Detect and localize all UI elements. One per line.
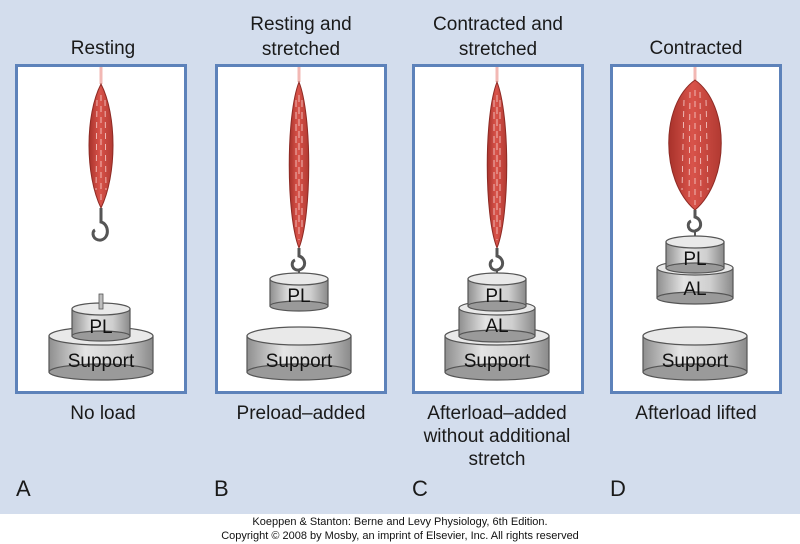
panel-c-title: Contracted and stretched <box>403 12 593 62</box>
panel-c-pl-label: PL <box>485 286 508 307</box>
panel-c-title-line-2: stretched <box>458 39 538 60</box>
panel-b-pl-label: PL <box>287 286 310 307</box>
panel-d-support-weight <box>642 326 748 381</box>
panel-c-caption: Afterload–added without additional stret… <box>397 402 597 471</box>
panel-d-caption: Afterload lifted <box>596 402 796 425</box>
panel-a-support-label: Support <box>68 351 135 372</box>
panel-c-afterload-weight <box>458 300 536 343</box>
panel-b-letter: B <box>214 476 229 501</box>
panel-c-caption-line-2: without additional <box>423 426 571 447</box>
panel-d-muscle-group <box>668 67 722 238</box>
panel-b-title-line-1: Resting and <box>250 14 352 35</box>
panel-c-muscle <box>486 80 508 250</box>
panel-c-caption-line-1: Afterload–added <box>427 403 567 424</box>
panel-d-letter: D <box>610 476 626 501</box>
panel-d-pl-label: PL <box>683 249 706 270</box>
panel-d-hook-icon <box>686 210 703 233</box>
panel-a-support-weight <box>48 326 154 381</box>
panel-c-al-label: AL <box>485 316 508 337</box>
panel-b-preload-weight <box>269 272 329 312</box>
panel-d-preload-weight <box>665 235 725 274</box>
panel-a-letter: A <box>16 476 31 501</box>
panel-b-hook-icon <box>290 248 307 272</box>
panel-d-caption-line-1: Afterload lifted <box>635 403 757 424</box>
panel-a-title-line-1: Resting <box>70 38 136 59</box>
panel-c-title-line-1: Contracted and <box>433 14 563 35</box>
panel-c-preload-weight <box>467 272 527 312</box>
panel-a-hook-icon <box>91 208 109 242</box>
panel-a-title: Resting <box>8 36 198 61</box>
panel-d-title-line-1: Contracted <box>649 38 743 59</box>
panel-b-muscle-group <box>288 67 310 276</box>
panel-a-preload-weight <box>71 293 131 342</box>
panel-b-support-weight <box>246 326 352 381</box>
panel-c-support-label: Support <box>464 351 531 372</box>
panel-d-title: Contracted <box>601 36 791 61</box>
panel-b-caption: Preload–added <box>201 402 401 425</box>
copyright-line-2: Copyright © 2008 by Mosby, an imprint of… <box>221 530 579 542</box>
copyright-notice: Koeppen & Stanton: Berne and Levy Physio… <box>0 515 800 543</box>
panel-a-pl-label: PL <box>89 317 112 338</box>
panel-a-muscle <box>88 82 114 210</box>
panel-b-support-label: Support <box>266 351 333 372</box>
panel-b-title-line-2: stretched <box>261 39 341 60</box>
illustration-layer: PL Support PL Support <box>48 67 748 381</box>
panel-a-weight-peg <box>98 293 104 310</box>
panel-b-muscle <box>288 80 310 250</box>
panel-c-caption-line-3: stretch <box>468 449 526 470</box>
panel-b-caption-line-1: Preload–added <box>236 403 366 424</box>
panel-a-caption: No load <box>3 402 203 425</box>
panel-c-letter: C <box>412 476 428 501</box>
panel-a-muscle-group <box>88 67 114 242</box>
copyright-line-1: Koeppen & Stanton: Berne and Levy Physio… <box>252 516 548 528</box>
figure-panel: Resting No load A Resting and stretched … <box>0 0 800 514</box>
panel-a-caption-line-1: No load <box>70 403 136 424</box>
panel-c-muscle-group <box>486 67 508 276</box>
panel-c-hook-icon <box>488 248 505 272</box>
panel-d-al-label: AL <box>683 279 706 300</box>
panel-b-title: Resting and stretched <box>206 12 396 62</box>
panel-d-support-label: Support <box>662 351 729 372</box>
